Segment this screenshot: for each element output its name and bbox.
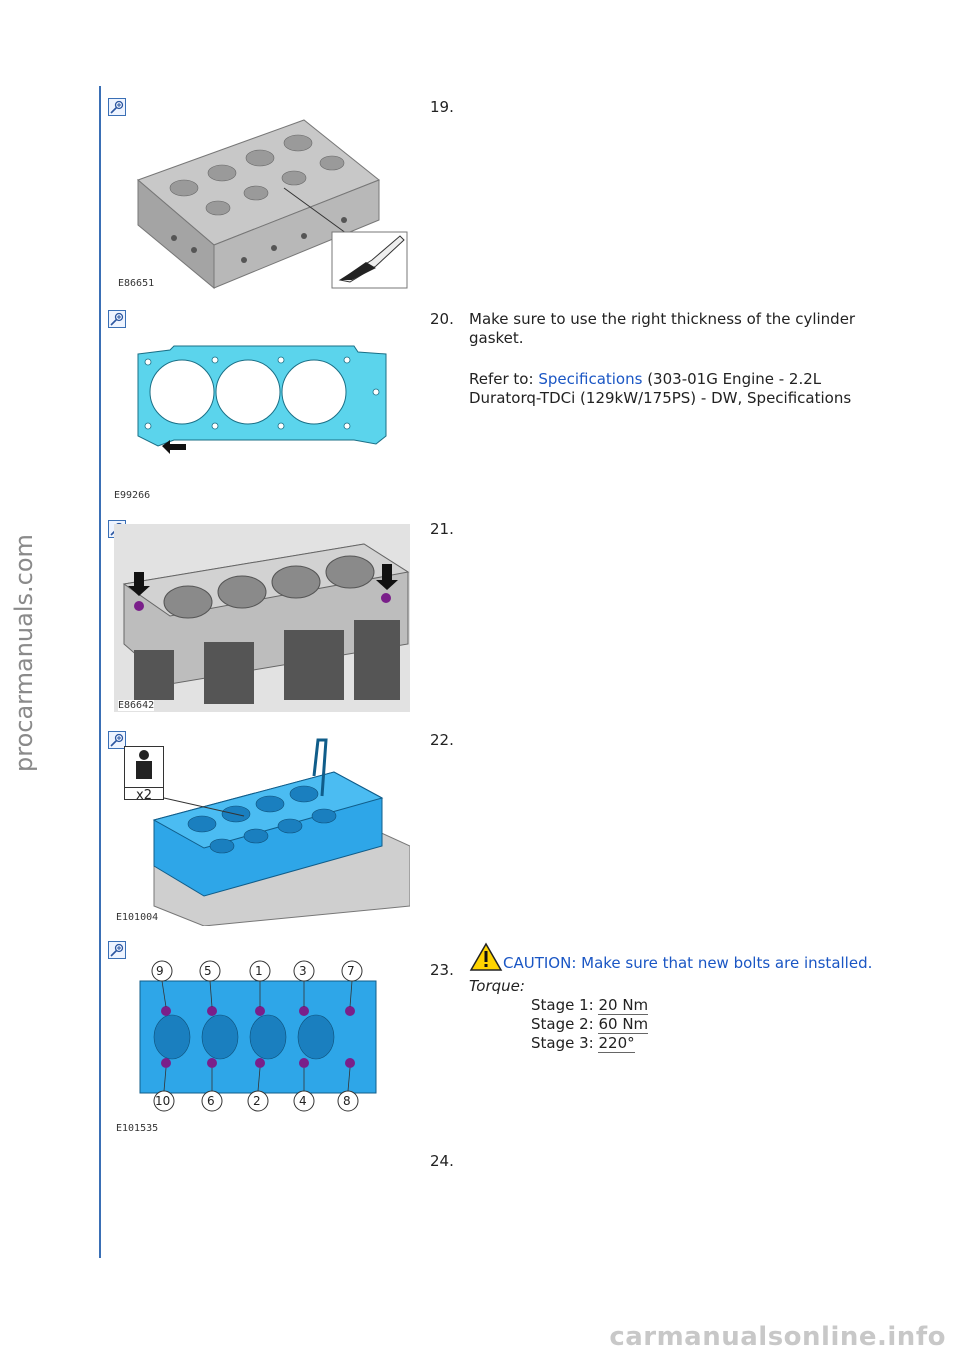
stage-value[interactable]: 20 Nm [598,996,649,1015]
bottom-watermark: carmanualsonline.info [609,1322,946,1352]
bolt-label: 1 [255,964,263,978]
bolt-label: 7 [347,964,355,978]
torque-stage: Stage 1: 20 Nm [469,996,879,1015]
step-number: 19. [430,98,454,116]
instruction-text: Make sure to use the right thickness of … [469,310,856,347]
step-number: 22. [430,731,454,749]
step-number: 24. [430,1152,454,1170]
cylinder-head-installation-illustration: x2 E101004 [114,736,411,927]
reference-prefix: Refer to: [469,370,539,388]
figure-code: E86651 [118,278,155,289]
two-person-lift-badge: x2 [124,746,164,803]
figure-code: E101004 [116,912,159,923]
caution-text: CAUTION: Make sure that new bolts are in… [503,954,873,972]
specifications-link[interactable]: Specifications [538,370,643,388]
reference-suffix: (303-01G Engine - 2.2L Duratorq-TDCi (12… [469,370,852,407]
bolt-label: 8 [343,1094,351,1108]
left-margin-rule [99,86,101,1258]
stage-label: Stage 2: [531,1015,599,1033]
badge-multiplier: x2 [125,787,163,803]
bolt-label: 9 [156,964,164,978]
person-icon [136,750,152,779]
engine-block-dowels-illustration: E86642 [114,524,410,712]
step-number: 23. [430,961,454,979]
warning-triangle-icon [469,942,503,977]
figure-code: E86642 [118,700,155,711]
zoom-icon[interactable] [108,310,126,328]
figure-code: E99266 [114,490,151,501]
caution-block: CAUTION: Make sure that new bolts are in… [469,942,879,977]
step-number: 20. [430,310,454,328]
stage-value[interactable]: 220° [598,1034,635,1053]
bolt-label: 3 [299,964,307,978]
step-number: 21. [430,520,454,538]
zoom-icon[interactable] [108,731,126,749]
zoom-icon[interactable] [108,98,126,116]
zoom-icon[interactable] [108,941,126,959]
torque-stage: Stage 3: 220° [469,1034,879,1053]
stage-value[interactable]: 60 Nm [598,1015,649,1034]
stage-label: Stage 3: [531,1034,599,1052]
cylinder-head-gasket-illustration: E99266 [114,340,410,505]
step-instructions: Make sure to use the right thickness of … [469,310,879,408]
bolt-label: 2 [253,1094,261,1108]
bolt-tightening-sequence-illustration: 9 5 1 3 7 10 6 2 4 8 E101535 [114,955,410,1135]
cylinder-head-cleaning-illustration: E86651 [114,110,410,292]
torque-stage: Stage 2: 60 Nm [469,1015,879,1034]
bolt-label: 5 [204,964,212,978]
reference: Refer to: Specifications (303-01G Engine… [469,370,879,408]
torque-label: Torque: [469,977,525,995]
figure-code: E101535 [116,1123,159,1134]
bolt-label: 4 [299,1094,307,1108]
bolt-label: 6 [207,1094,215,1108]
stage-label: Stage 1: [531,996,599,1014]
step-instructions: CAUTION: Make sure that new bolts are in… [469,942,879,1053]
side-watermark: procarmanuals.com [10,534,38,772]
bolt-label: 10 [155,1094,171,1108]
